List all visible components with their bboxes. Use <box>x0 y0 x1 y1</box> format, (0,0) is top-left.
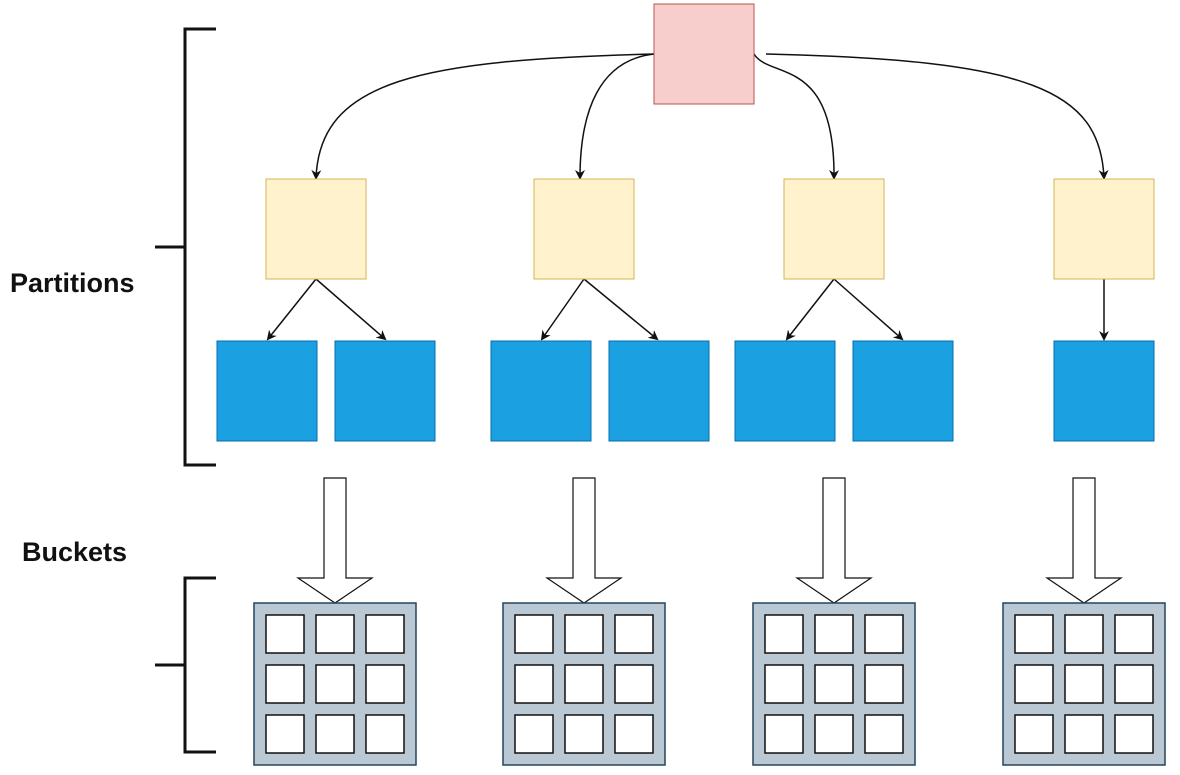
leaf-arrow-2a <box>540 278 585 341</box>
block-arrow-4 <box>1045 477 1123 604</box>
bucket-1-cell <box>315 664 355 704</box>
bucket-4-cell <box>1014 664 1054 704</box>
bucket-1-cell <box>315 714 355 754</box>
bucket-1-cell <box>365 614 405 654</box>
partition-node-2 <box>533 178 635 280</box>
partition-node-4 <box>1053 178 1155 280</box>
bucket-4-cell <box>1064 664 1104 704</box>
bucket-1-cell <box>265 614 305 654</box>
block-arrow-2 <box>545 477 623 604</box>
leaf-node-5 <box>734 340 836 442</box>
root-arrow-3 <box>753 53 840 180</box>
bucket-3-cell <box>814 664 854 704</box>
bucket-3-cell <box>764 664 804 704</box>
bucket-4-cell <box>1064 614 1104 654</box>
root-arrow-4 <box>765 53 1109 180</box>
leaf-arrow-3b <box>833 278 904 341</box>
bucket-4-cell <box>1114 614 1154 654</box>
bucket-1-cell <box>365 664 405 704</box>
leaf-nodes <box>216 340 1155 442</box>
partition-to-leaf-arrows <box>266 278 1109 341</box>
leaf-node-1 <box>216 340 318 442</box>
bucket-2-cell <box>614 614 654 654</box>
bucket-2-cell <box>614 664 654 704</box>
bucket-2-cell <box>564 664 604 704</box>
bucket-2-cell <box>514 614 554 654</box>
leaf-node-3 <box>490 340 592 442</box>
leaf-arrow-2b <box>583 278 659 341</box>
bucket-2-cell <box>564 614 604 654</box>
bucket-4-cell <box>1114 664 1154 704</box>
block-arrow-3 <box>795 477 873 604</box>
bucket-1-cell <box>265 664 305 704</box>
root-arrow-2 <box>575 53 655 180</box>
bucket-3-cell <box>864 614 904 654</box>
leaf-arrow-1a <box>266 278 317 341</box>
root-to-partition-arrows <box>311 53 1109 180</box>
block-arrow-1 <box>296 477 374 604</box>
partition-nodes <box>265 178 1155 280</box>
leaf-node-7 <box>1053 340 1155 442</box>
leaf-node-6 <box>852 340 954 442</box>
bucket-2-cell <box>514 664 554 704</box>
partition-node-1 <box>265 178 367 280</box>
bucket-1-cell <box>315 614 355 654</box>
bucket-3-cell <box>864 714 904 754</box>
leaf-node-2 <box>334 340 436 442</box>
root-node <box>653 3 755 105</box>
bucket-1-cell <box>365 714 405 754</box>
bucket-1-cell <box>265 714 305 754</box>
partitions-bracket <box>155 27 216 467</box>
bucket-3-cell <box>764 614 804 654</box>
bucket-3-cell <box>814 614 854 654</box>
leaf-arrow-1b <box>315 278 387 341</box>
bucket-4-cell <box>1064 714 1104 754</box>
bucket-3-cell <box>764 714 804 754</box>
bucket-4-cell <box>1014 714 1054 754</box>
leaf-arrow-3a <box>785 278 835 341</box>
buckets-label: Buckets <box>22 537 128 567</box>
partition-node-3 <box>783 178 885 280</box>
bucket-4-cell <box>1114 714 1154 754</box>
bucket-3-cell <box>814 714 854 754</box>
buckets-bracket <box>155 576 216 754</box>
leaf-node-4 <box>608 340 710 442</box>
root-arrow-1 <box>311 53 655 180</box>
bucket-2-cell <box>514 714 554 754</box>
bucket-area <box>253 477 1166 766</box>
partitions-label: Partitions <box>10 268 135 298</box>
bucket-3-cell <box>864 664 904 704</box>
bucket-2-cell <box>614 714 654 754</box>
bucket-4-cell <box>1014 614 1054 654</box>
bucket-2-cell <box>564 714 604 754</box>
